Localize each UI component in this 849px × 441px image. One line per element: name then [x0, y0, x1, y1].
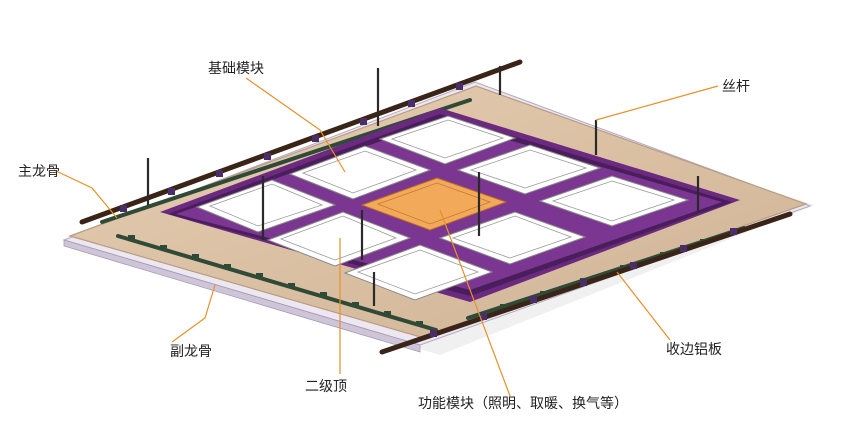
threaded-rods	[146, 66, 700, 306]
panel-back-center	[288, 145, 432, 200]
leader-lines	[53, 77, 719, 397]
main-keel-clips	[120, 83, 737, 337]
leader-main-keel	[53, 169, 118, 219]
label-function-module: 功能模块（照明、取暖、换气等）	[418, 396, 628, 412]
leader-secondary-keel	[171, 284, 216, 343]
label-threaded-rod: 丝杆	[722, 79, 750, 95]
panel-front-right	[538, 175, 690, 227]
ceiling-panels	[195, 115, 690, 301]
leader-basic-module	[245, 77, 346, 173]
edge-aluminum-band	[63, 239, 421, 353]
leader-function-module	[439, 209, 511, 397]
panel-front-center	[438, 211, 587, 265]
panel-front-left	[343, 244, 494, 301]
panel-function	[360, 177, 508, 231]
label-basic-module: 基础模块	[208, 61, 264, 77]
label-second-level-ceiling: 二级顶	[305, 379, 347, 395]
label-secondary-keel: 副龙骨	[170, 344, 212, 360]
panel-mid-right	[456, 144, 602, 195]
panel-mid-left	[266, 211, 412, 267]
leader-threaded-rod	[595, 85, 719, 121]
label-edge-aluminum: 收边铝板	[666, 342, 722, 358]
leader-edge-aluminum	[616, 271, 671, 341]
panel-back-left	[195, 179, 337, 233]
label-main-keel: 主龙骨	[18, 164, 60, 180]
panel-back-right	[378, 115, 517, 165]
